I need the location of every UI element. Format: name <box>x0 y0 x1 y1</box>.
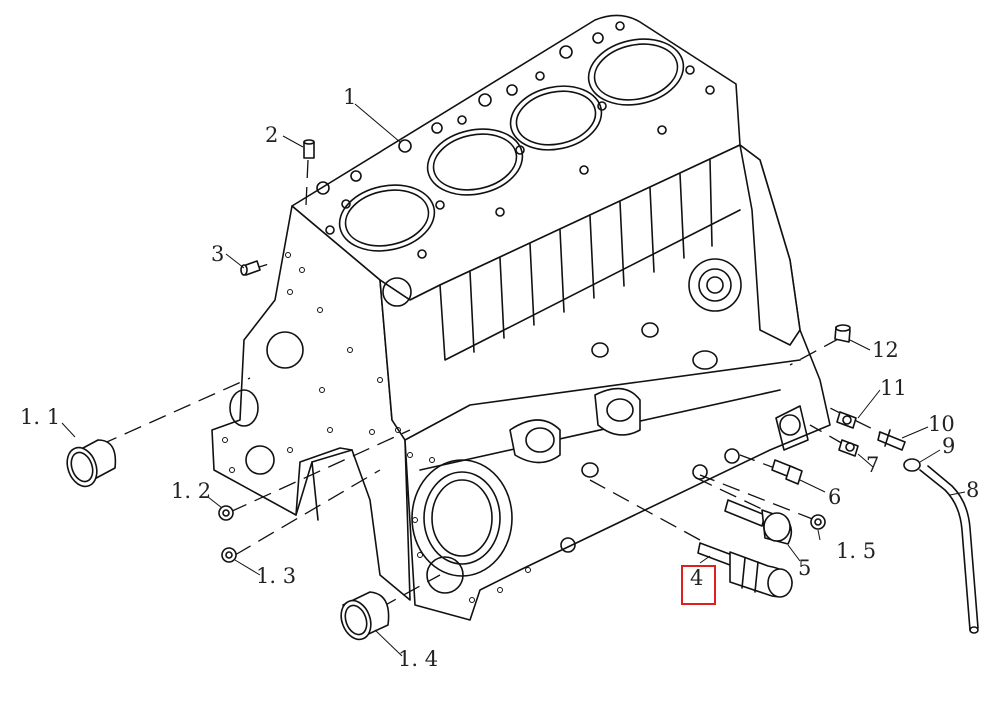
callout-9: 9 <box>942 434 955 458</box>
part-10-connector <box>877 429 906 451</box>
callout-labels: 1 2 3 4 5 6 7 8 9 10 11 12 1. 1 1. 2 1. … <box>20 85 979 671</box>
part-7-fitting <box>838 439 859 457</box>
callout-1-3: 1. 3 <box>256 564 296 588</box>
block-front-face <box>379 144 831 621</box>
cylinder-bores <box>338 38 685 252</box>
part-2-dowel <box>303 139 315 159</box>
callout-6: 6 <box>828 485 841 509</box>
callout-4: 4 <box>690 566 703 590</box>
callout-12: 12 <box>872 338 899 362</box>
rear-crank-bore <box>411 459 513 594</box>
end-face-holes <box>222 252 531 603</box>
callout-1-4: 1. 4 <box>398 647 438 671</box>
part-12-bolt <box>834 324 851 343</box>
callout-1-5: 1. 5 <box>836 539 876 563</box>
callout-7: 7 <box>866 453 879 477</box>
callout-1-1: 1. 1 <box>20 405 60 429</box>
callout-8: 8 <box>966 478 979 502</box>
cylinder-block <box>211 14 831 621</box>
leader-lines <box>61 103 966 657</box>
callout-10: 10 <box>928 412 955 436</box>
callout-11: 11 <box>880 376 907 400</box>
callout-2: 2 <box>265 123 278 147</box>
part-1-4-bushing <box>340 591 390 641</box>
oil-pump-boss <box>688 258 742 312</box>
part-3-dowel <box>240 260 261 276</box>
block-ribs <box>404 159 801 471</box>
part-1-3-plug <box>221 547 237 563</box>
callout-1: 1 <box>343 85 356 109</box>
part-9-gasket <box>903 458 921 472</box>
block-right-face <box>739 144 801 346</box>
part-6-fitting <box>771 459 803 485</box>
main-bearing-saddles <box>509 322 718 478</box>
part-5-plug-bolt <box>724 499 793 545</box>
part-8-dipstick-tube <box>919 465 979 634</box>
highlight-box <box>681 565 716 605</box>
part-1-2-plug <box>218 505 234 521</box>
part-1-1-bushing <box>66 439 117 488</box>
callout-1-2: 1. 2 <box>171 479 211 503</box>
callout-5: 5 <box>798 556 811 580</box>
callout-3: 3 <box>211 242 224 266</box>
part-1-5-plug <box>810 514 826 530</box>
deck-bolt-holes <box>316 21 715 259</box>
part-4-oil-jet <box>697 542 793 598</box>
part-11-fitting <box>836 411 857 429</box>
